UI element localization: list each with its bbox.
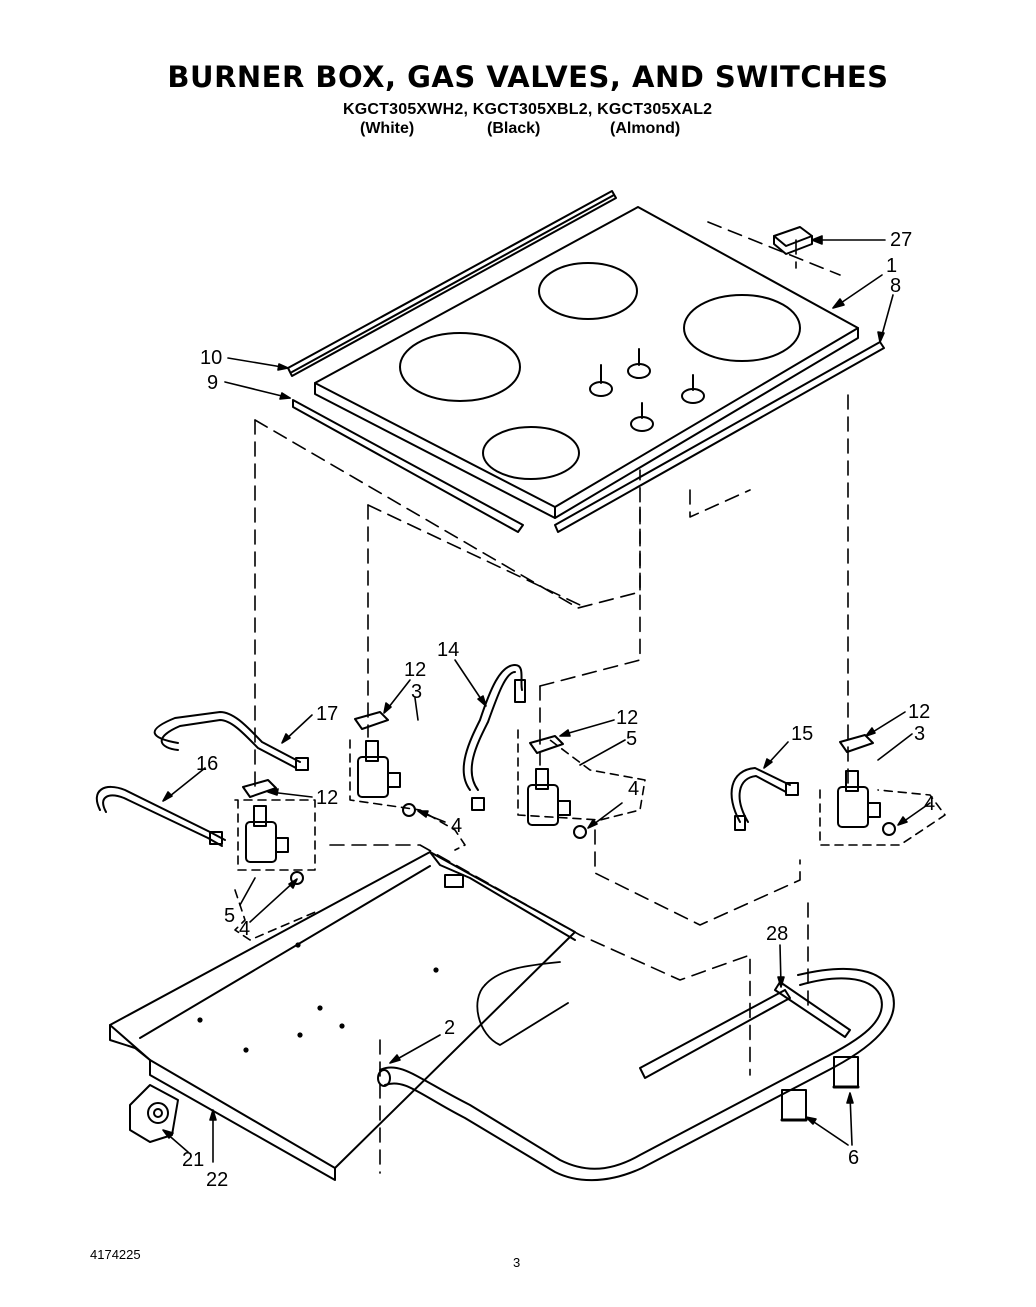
callout-22: 22 [206, 1169, 228, 1191]
callout-14: 14 [437, 639, 459, 661]
cooktop-panel [314, 206, 859, 519]
burner-manifold [377, 967, 895, 1182]
callout-12-a: 12 [404, 659, 426, 681]
valve-group-boxes [234, 729, 946, 941]
assembly-lines [254, 221, 849, 1174]
callout-12-b: 12 [316, 787, 338, 809]
page-number: 3 [513, 1255, 521, 1270]
callout-21: 21 [182, 1149, 204, 1171]
callout-8: 8 [890, 275, 901, 297]
callout-3-b: 3 [914, 723, 925, 745]
callout-4-c: 4 [924, 793, 935, 815]
callout-12-c: 12 [616, 707, 638, 729]
callout-10: 10 [200, 347, 222, 369]
gas-valve-center [527, 735, 587, 839]
color-black: (Black) [487, 120, 541, 137]
burner-box [109, 851, 576, 1181]
callout-6: 6 [848, 1147, 859, 1169]
bracket-27 [773, 226, 813, 255]
callout-3-a: 3 [411, 681, 422, 703]
callout-28: 28 [766, 923, 788, 945]
switches [780, 1056, 860, 1122]
document-number: 4174225 [90, 1247, 141, 1262]
callout-4-b: 4 [451, 815, 462, 837]
callout-5-a: 5 [626, 728, 637, 750]
color-white: (White) [360, 120, 415, 137]
color-almond: (Almond) [610, 120, 681, 137]
callout-leaders [162, 235, 931, 1163]
gas-tubes [95, 664, 799, 847]
gas-valve-left-front [242, 779, 304, 885]
gas-valve-left-rear [354, 711, 416, 817]
page-title: BURNER BOX, GAS VALVES, AND SWITCHES [167, 60, 889, 94]
callout-1: 1 [886, 255, 897, 277]
callout-15: 15 [791, 723, 813, 745]
callout-16: 16 [196, 753, 218, 775]
callout-labels: 27 1 8 10 9 14 12 3 17 16 12 12 5 4 12 3… [182, 229, 935, 1191]
callout-4-d: 4 [239, 918, 250, 940]
gas-valve-right [837, 734, 896, 836]
callout-9: 9 [207, 372, 218, 394]
callout-27: 27 [890, 229, 912, 251]
callout-4-a: 4 [628, 778, 639, 800]
trim-strip-rear [287, 190, 617, 377]
callout-12-d: 12 [908, 701, 930, 723]
model-numbers: KGCT305XWH2, KGCT305XBL2, KGCT305XAL2 [343, 101, 713, 118]
callout-2: 2 [444, 1017, 455, 1039]
callout-5-b: 5 [224, 905, 235, 927]
callout-17: 17 [316, 703, 338, 725]
trim-strip-front [292, 341, 885, 533]
